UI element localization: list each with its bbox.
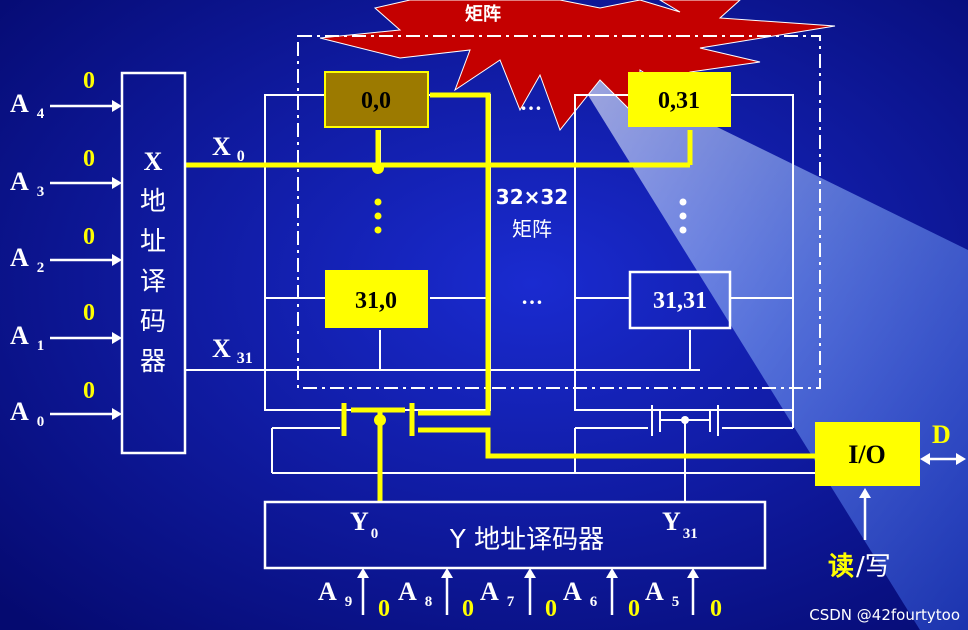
svg-text:0: 0 [628, 596, 640, 622]
vertical-ellipsis-left [374, 198, 382, 234]
svg-text:A7: A7 [480, 577, 515, 610]
y-decoder-box [263, 500, 767, 570]
svg-text:A2: A2 [10, 243, 44, 276]
data-label: D [932, 420, 951, 449]
svg-text:0: 0 [83, 300, 95, 326]
cell-0-0 [324, 71, 429, 128]
ellipsis-top: … [520, 90, 542, 115]
watermark: CSDN @42fourtytoo [809, 606, 960, 624]
svg-text:0: 0 [710, 596, 722, 622]
matrix-caption: 矩阵 [512, 217, 552, 241]
x-decoder-char-3: 译 [140, 267, 166, 297]
x-decoder-box [120, 71, 187, 455]
x-decoder-char-5: 器 [140, 347, 166, 377]
svg-text:A6: A6 [563, 577, 598, 610]
burst-label: 矩阵 [465, 3, 501, 25]
svg-text:A3: A3 [10, 167, 44, 200]
svg-text:A9: A9 [318, 577, 352, 610]
svg-text:0: 0 [378, 596, 390, 622]
read-label: 读 [828, 552, 854, 582]
node-dot-row0 [372, 162, 384, 174]
vertical-ellipsis-right [679, 198, 687, 234]
matrix-boundary [297, 35, 821, 389]
svg-text:0: 0 [462, 596, 474, 622]
svg-text:A4: A4 [10, 89, 45, 122]
ellipsis-bottom: … [521, 284, 543, 309]
cell-0-31-label: 0,31 [658, 88, 700, 114]
io-label: I/O [848, 440, 886, 469]
svg-text:0: 0 [83, 68, 95, 94]
x-decoder-char-4: 码 [140, 307, 166, 337]
x-decoder-char-1: 地 [140, 187, 166, 217]
svg-text:A1: A1 [10, 321, 44, 354]
svg-text:0: 0 [83, 378, 95, 404]
svg-text:A5: A5 [645, 577, 679, 610]
node-dot-col0 [374, 414, 386, 426]
io-box [815, 422, 920, 486]
x-decoder-char-0: X [144, 147, 163, 176]
matrix-size-label: 32×32 [496, 185, 568, 209]
svg-text:0: 0 [545, 596, 557, 622]
cell-31-31 [628, 270, 732, 330]
svg-text:A0: A0 [10, 397, 44, 430]
matrix-wiring [185, 94, 815, 502]
y-decoder-label: Y 地址译码器 [449, 525, 604, 555]
cell-31-0-label: 31,0 [355, 288, 397, 314]
data-arrow-right [956, 453, 966, 465]
data-arrow-left [920, 453, 930, 465]
svg-text:0: 0 [83, 146, 95, 172]
write-label: /写 [856, 552, 891, 582]
burst-shape [319, 0, 836, 132]
rw-arrow [859, 488, 871, 498]
selected-path [185, 92, 815, 502]
cell-0-31 [628, 72, 731, 127]
cell-0-0-label: 0,0 [361, 88, 391, 114]
node-dot-col31 [681, 416, 689, 424]
svg-text:0: 0 [83, 224, 95, 250]
svg-text:A8: A8 [398, 577, 432, 610]
x-decoder-char-2: 址 [140, 227, 166, 257]
cell-31-31-label: 31,31 [653, 288, 707, 314]
cell-31-0 [325, 270, 428, 328]
